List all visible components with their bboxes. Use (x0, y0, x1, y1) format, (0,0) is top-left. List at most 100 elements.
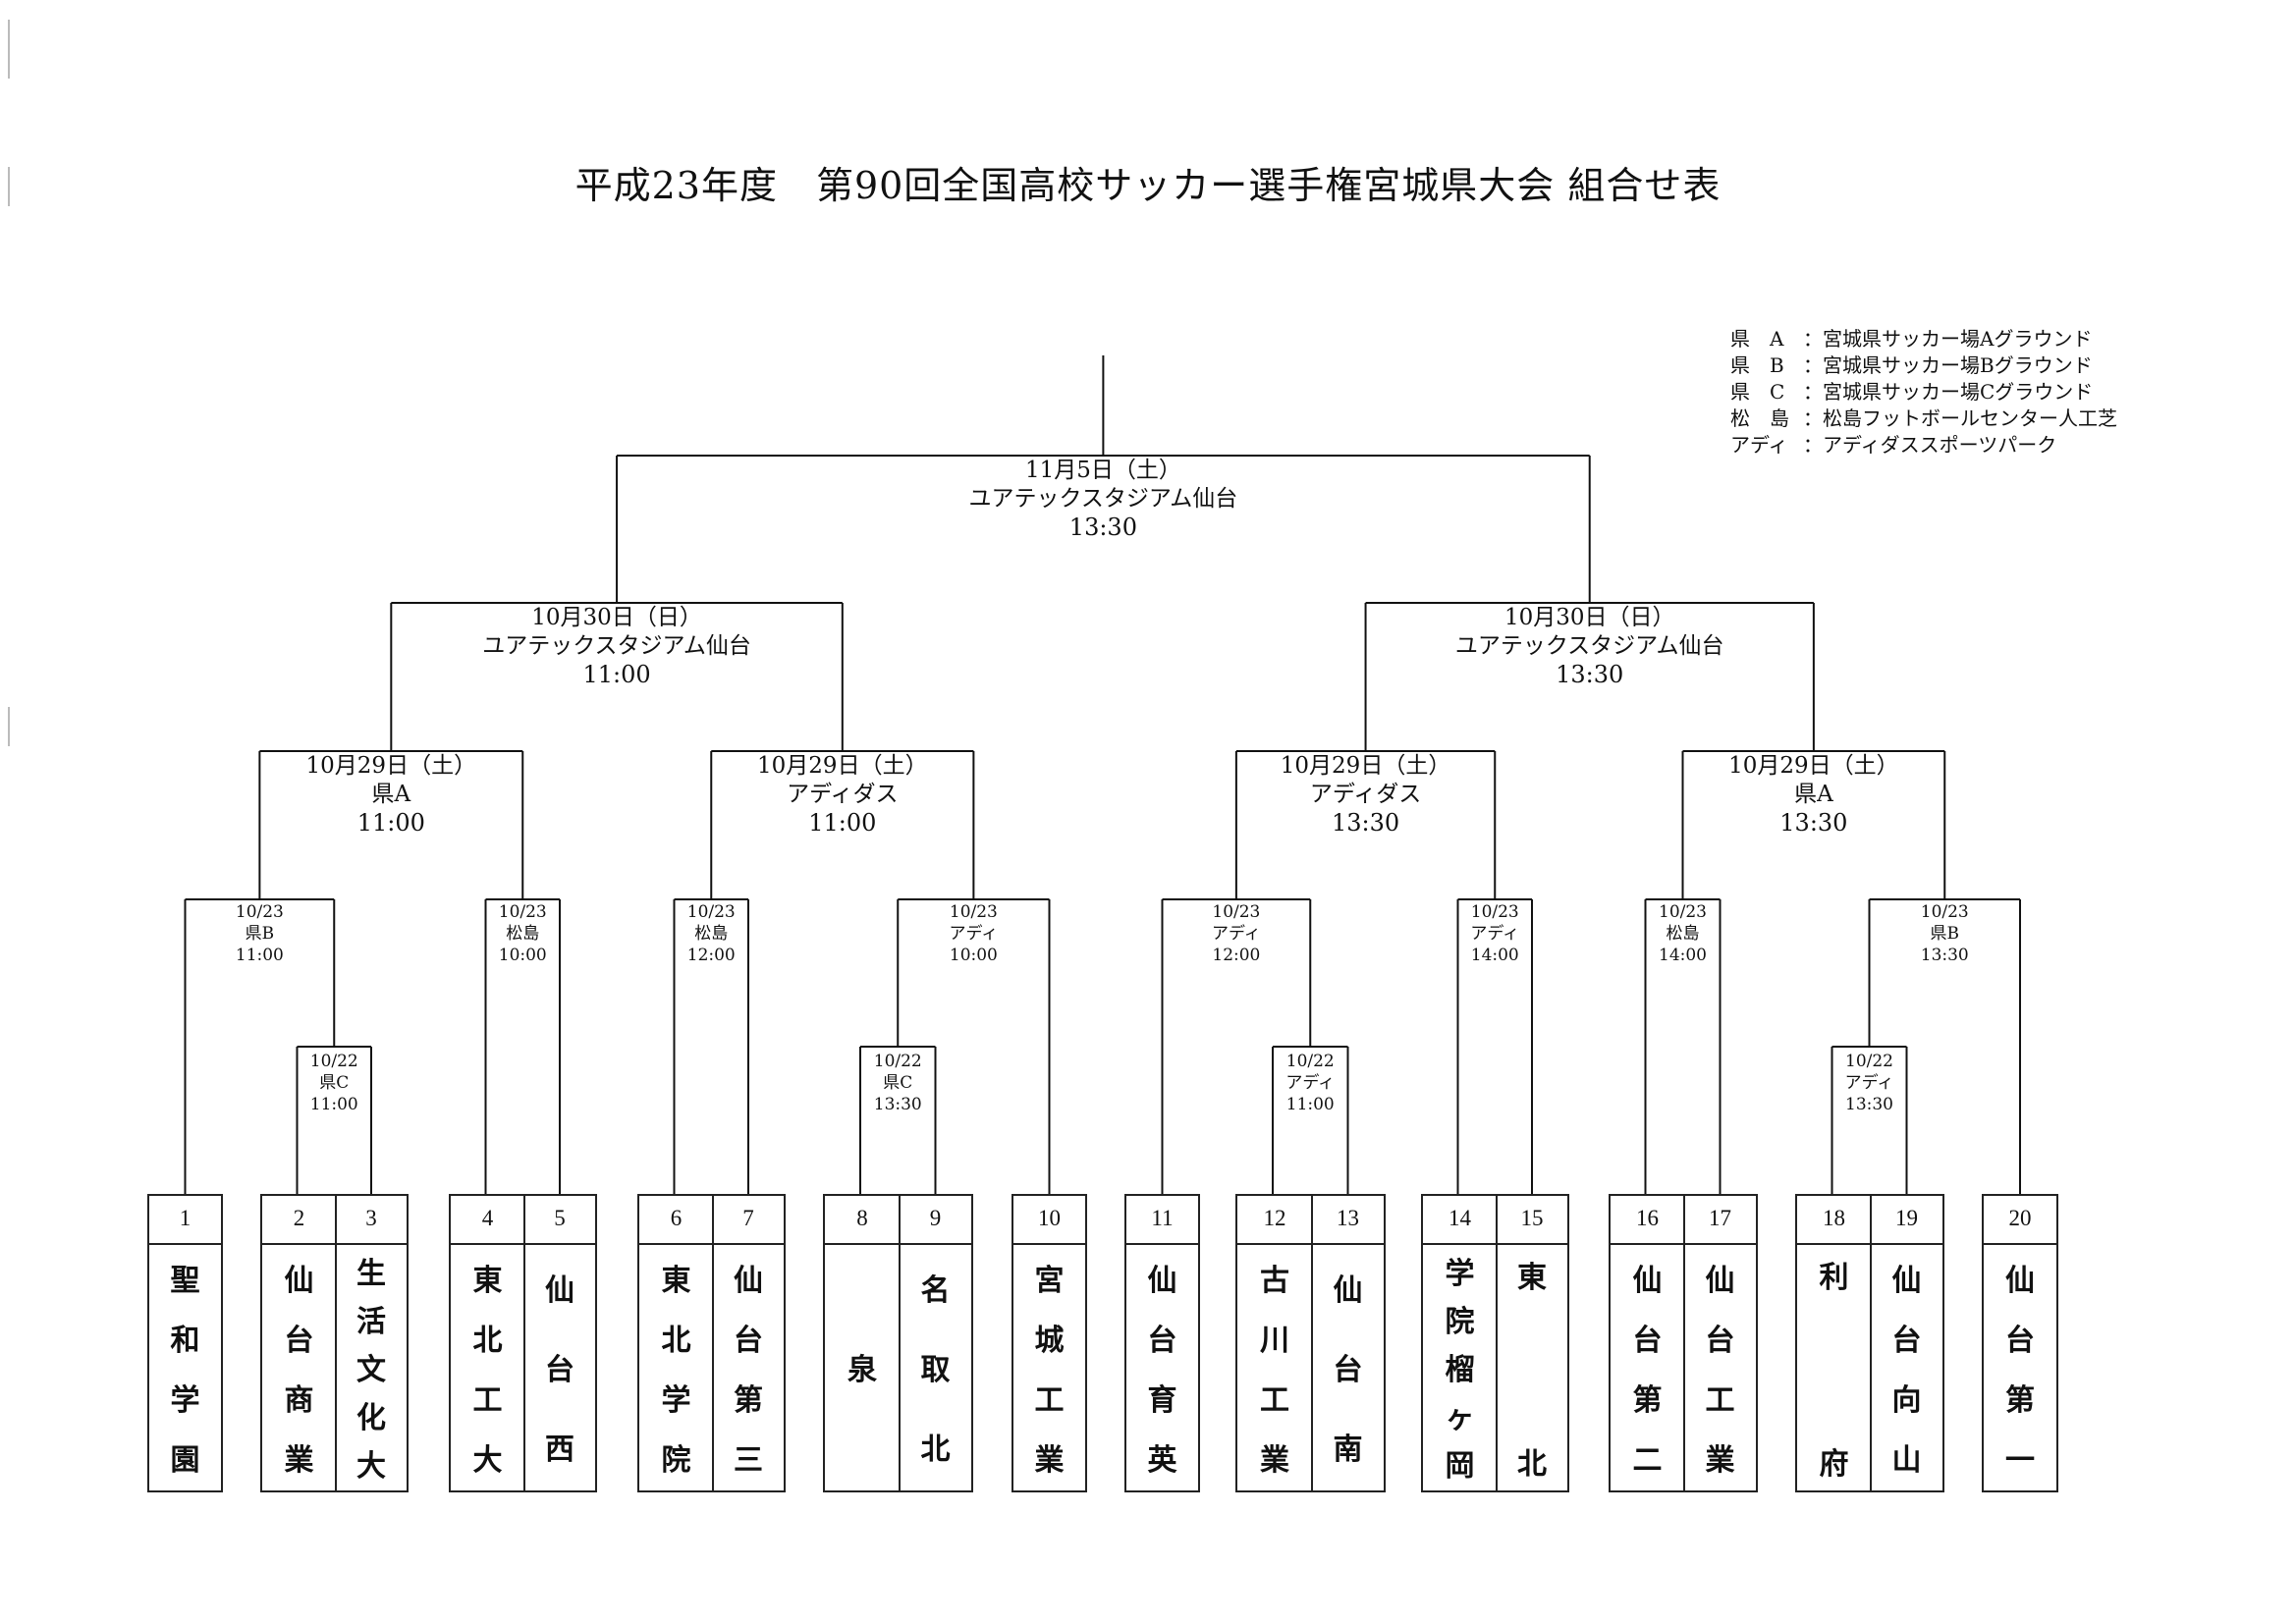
team-name: 利府 (1819, 1261, 1849, 1482)
team-number: 6 (639, 1196, 713, 1245)
team-number: 5 (524, 1196, 595, 1245)
page-title: 平成23年度 第90回全国高校サッカー選手権宮城県大会 組合せ表 (574, 164, 1722, 207)
scan-edge-mark (8, 707, 10, 746)
legend-desc: ：宮城県サッカー場Cグラウンド (1803, 380, 2094, 404)
legend-key: 県 A (1730, 327, 1784, 351)
match-time: 13:30 (1845, 1095, 1893, 1114)
team-10: 10 宮城工業 (1013, 1196, 1085, 1490)
match-date: 10/23 (1659, 902, 1707, 922)
team-name: 学院榴ヶ岡 (1445, 1257, 1475, 1484)
team-divider (1683, 1196, 1685, 1490)
team-2: 2 仙台商業 (262, 1196, 336, 1490)
team-name: 泉 (847, 1353, 877, 1387)
scan-edge-mark (8, 20, 10, 79)
team-divider (899, 1196, 901, 1490)
match-date: 10月29日（土） (757, 753, 928, 779)
team-number: 12 (1237, 1196, 1312, 1245)
match-venue: 松島 (694, 924, 729, 944)
team-number: 2 (262, 1196, 336, 1245)
team-name: 東北学院 (661, 1263, 691, 1478)
match-venue: アディダス (1309, 782, 1422, 807)
team-number: 3 (336, 1196, 407, 1245)
team-number: 9 (900, 1196, 971, 1245)
team-number: 16 (1611, 1196, 1684, 1245)
match-date: 10/23 (1212, 902, 1261, 922)
team-number: 15 (1497, 1196, 1567, 1245)
match-date: 10月29日（土） (1280, 753, 1451, 779)
match-venue: 県C (319, 1073, 350, 1093)
match-time: 13:30 (1779, 809, 1848, 837)
match-time: 10:00 (949, 946, 998, 965)
match-time: 11:00 (309, 1095, 358, 1114)
match-venue: アディ (1470, 924, 1520, 944)
match-date: 11月5日（土） (1024, 458, 1181, 483)
match-venue: 県A (371, 782, 411, 807)
match-venue: ユアテックスタジアム仙台 (482, 633, 751, 659)
match-time: 12:00 (1212, 946, 1261, 965)
scan-edge-mark (8, 167, 10, 206)
legend-desc: ：宮城県サッカー場Bグラウンド (1803, 353, 2093, 377)
team-number: 18 (1797, 1196, 1871, 1245)
team-number: 10 (1013, 1196, 1085, 1245)
match-date: 10/23 (498, 902, 547, 922)
team-number: 4 (451, 1196, 524, 1245)
team-name: 宮城工業 (1034, 1263, 1065, 1478)
team-name: 仙台商業 (284, 1263, 314, 1478)
team-1: 1 聖和学園 (149, 1196, 221, 1490)
team-name: 仙台向山 (1891, 1263, 1922, 1478)
match-time: 11:00 (808, 809, 877, 837)
match-venue: アディダス (787, 782, 899, 807)
team-name: 仙台南 (1333, 1272, 1363, 1468)
legend-key: 県 B (1730, 353, 1784, 377)
team-divider (523, 1196, 525, 1490)
match-date: 10/23 (949, 902, 998, 922)
legend-key: 県 C (1730, 380, 1785, 404)
team-number: 1 (149, 1196, 221, 1245)
team-name: 仙台第三 (734, 1263, 763, 1478)
match-date: 10/23 (686, 902, 736, 922)
match-time: 14:00 (1470, 946, 1519, 965)
match-date: 10/23 (1920, 902, 1969, 922)
legend-desc: ：松島フットボールセンター人工芝 (1803, 406, 2117, 430)
legend-row: 県 C ：宮城県サッカー場Cグラウンド (1730, 379, 2117, 406)
match-date: 10月29日（土） (305, 753, 477, 779)
match-time: 12:00 (686, 946, 736, 965)
team-name: 古川工業 (1260, 1263, 1289, 1478)
team-divider (1870, 1196, 1872, 1490)
team-number: 13 (1312, 1196, 1384, 1245)
match-venue: 松島 (506, 924, 540, 944)
legend-row: 松 島：松島フットボールセンター人工芝 (1730, 406, 2117, 432)
match-venue: 県C (883, 1073, 913, 1093)
team-name: 聖和学園 (170, 1263, 200, 1478)
match-venue: アディ (1211, 924, 1261, 944)
match-venue: アディ (1844, 1073, 1894, 1093)
team-number: 19 (1871, 1196, 1942, 1245)
match-venue: アディ (949, 924, 999, 944)
match-time: 11:00 (235, 946, 284, 965)
team-number: 17 (1684, 1196, 1756, 1245)
team-name: 名取北 (920, 1272, 951, 1468)
